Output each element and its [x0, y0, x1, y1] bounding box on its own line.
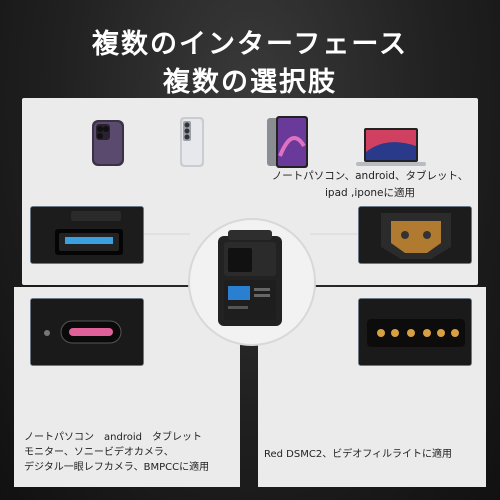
usb-a-port-image [30, 206, 144, 264]
phone-purple-icon [90, 118, 126, 168]
top-caption-line-2: ipad ,iponeに適用 [325, 187, 415, 199]
battery-circle [188, 218, 316, 346]
top-caption: ノートパソコン、android、タブレット、 ipad ,iponeに適用 [260, 168, 480, 202]
tablet-icon [266, 116, 308, 168]
bottom-left-caption-line-1: ノートパソコン android タブレット [24, 432, 202, 443]
headline-line-1: 複数のインターフェース [91, 29, 409, 60]
pogo-pins-image [358, 298, 472, 366]
bottom-left-caption-line-2: モニター、ソニービデオカメラ、 [24, 447, 174, 458]
phone-silver-icon [178, 116, 206, 168]
usb-a-port-icon [31, 207, 143, 263]
headline-line-2: 複数の選択肢 [163, 67, 337, 98]
connector-line [310, 233, 358, 235]
laptop-icon [356, 126, 426, 168]
pogo-pins-icon [359, 299, 471, 365]
bottom-right-caption: Red DSMC2、ビデオフィルライトに適用 [264, 449, 452, 460]
bottom-left-caption-line-3: デジタル一眼レフカメラ、BMPCCに適用 [24, 462, 210, 473]
device-row [0, 108, 500, 168]
battery-icon [218, 230, 282, 326]
top-caption-line-1: ノートパソコン、android、タブレット、 [271, 170, 469, 182]
connector-line [142, 233, 190, 235]
dtap-port-icon [359, 207, 471, 263]
bottom-left-caption: ノートパソコン android タブレット モニター、ソニービデオカメラ、 デジ… [24, 430, 234, 475]
dtap-port-image [358, 206, 472, 264]
usb-c-port-icon [31, 299, 143, 365]
usb-c-port-image [30, 298, 144, 366]
